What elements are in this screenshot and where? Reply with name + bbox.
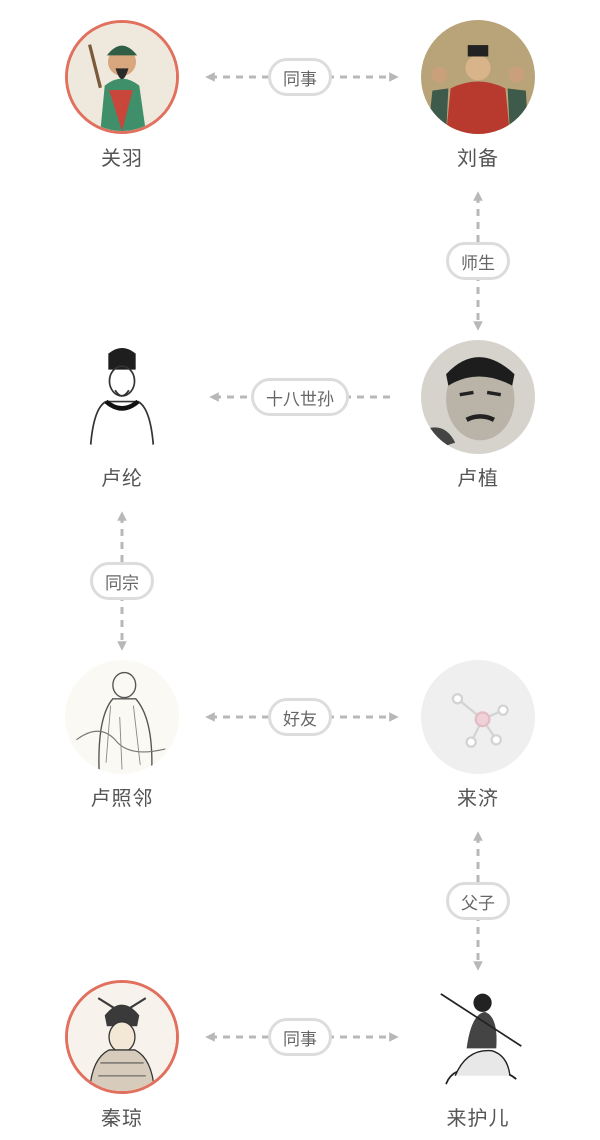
person-name-qinqiong: 秦琼: [101, 1106, 143, 1130]
person-node-guanyu[interactable]: 关羽: [62, 20, 182, 171]
relation-label-qinqiong-laihuer: 同事: [268, 1018, 332, 1056]
relation-label-luzhaolin-laiji: 好友: [268, 698, 332, 736]
luzhi-portrait-image: [421, 340, 535, 454]
portrait-luzhaolin[interactable]: [65, 660, 179, 774]
laihuer-portrait-image: [421, 980, 535, 1094]
person-name-laiji: 来济: [457, 786, 499, 810]
person-node-qinqiong[interactable]: 秦琼: [62, 980, 182, 1131]
qinqiong-portrait-image: [68, 983, 176, 1091]
portrait-qinqiong[interactable]: [65, 980, 179, 1094]
relation-label-luzhi-lulun: 十八世孙: [251, 378, 349, 416]
relation-label-laiji-laihuer: 父子: [446, 882, 510, 920]
person-node-luzhi[interactable]: 卢植: [418, 340, 538, 491]
graph-network-icon: [451, 693, 509, 748]
portrait-guanyu[interactable]: [65, 20, 179, 134]
person-name-lulun: 卢纶: [101, 466, 143, 490]
person-name-luzhi: 卢植: [457, 466, 499, 490]
liubei-portrait-image: [421, 20, 535, 134]
portrait-laihuer[interactable]: [421, 980, 535, 1094]
lulun-portrait-image: [65, 340, 179, 454]
person-node-lulun[interactable]: 卢纶: [62, 340, 182, 491]
portrait-laiji[interactable]: [421, 660, 535, 774]
relation-label-liubei-luzhi: 师生: [446, 242, 510, 280]
guanyu-portrait-image: [68, 23, 176, 131]
portrait-liubei[interactable]: [421, 20, 535, 134]
relation-label-lulun-luzhaolin: 同宗: [90, 562, 154, 600]
person-node-liubei[interactable]: 刘备: [418, 20, 538, 171]
relation-label-guanyu-liubei: 同事: [268, 58, 332, 96]
person-name-laihuer: 来护儿: [446, 1106, 510, 1130]
person-node-laihuer[interactable]: 来护儿: [418, 980, 538, 1131]
person-node-laiji[interactable]: 来济: [418, 660, 538, 811]
portrait-luzhi[interactable]: [421, 340, 535, 454]
luzhaolin-portrait-image: [65, 660, 179, 774]
portrait-lulun[interactable]: [65, 340, 179, 454]
person-name-guanyu: 关羽: [101, 146, 143, 170]
person-name-liubei: 刘备: [457, 146, 499, 170]
person-node-luzhaolin[interactable]: 卢照邻: [62, 660, 182, 811]
person-name-luzhaolin: 卢照邻: [90, 786, 154, 810]
